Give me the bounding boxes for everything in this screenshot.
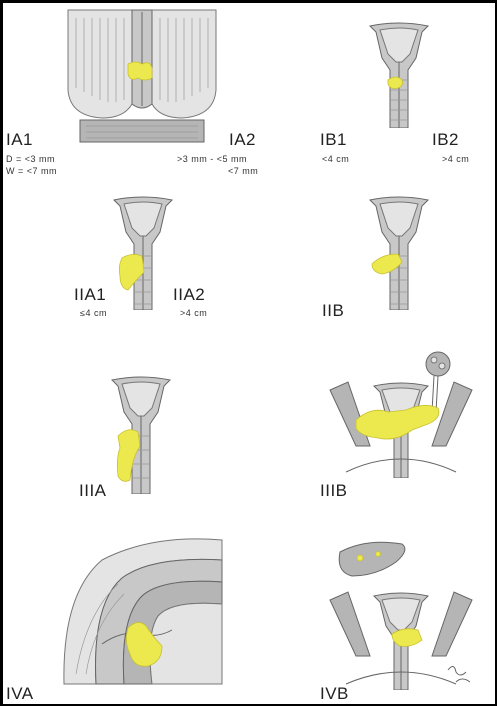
iva-sagittal-pelvis-illustration [62,534,226,694]
stage-label-iia2: IIA2 [173,285,205,305]
iiib-pelvis-illustration [326,350,476,478]
ia1-depth-note: D = <3 mm [6,154,55,164]
ia2-depth-note: >3 mm - <5 mm [177,154,247,164]
stage-label-ib2: IB2 [432,130,459,150]
stage-label-iiib: IIIB [320,481,348,501]
stage-label-iib: IIB [322,301,344,321]
iia2-size-note: >4 cm [180,308,207,318]
iib-uterus-illustration [364,192,434,310]
stage-label-iiia: IIIA [79,481,107,501]
stage-label-ia2: IA2 [229,130,256,150]
stage-label-ia1: IA1 [6,130,33,150]
stage-label-ib1: IB1 [320,130,347,150]
iia1-size-note: ≤4 cm [80,308,107,318]
ib-uterus-illustration [364,18,434,128]
ivb-liver-pelvis-illustration [326,536,476,690]
frame-border-left [0,0,3,706]
iia-uterus-illustration [108,192,178,310]
ia-cervix-closeup-illustration [62,8,222,146]
stage-label-iva: IVA [6,684,34,704]
ia2-width-note: <7 mm [228,166,258,176]
ib1-size-note: <4 cm [322,154,349,164]
stage-label-ivb: IVB [320,684,349,704]
frame-border-top [0,0,497,3]
iiia-uterus-illustration [106,372,176,494]
ib2-size-note: >4 cm [442,154,469,164]
ia1-width-note: W = <7 mm [6,166,57,176]
stage-label-iia1: IIA1 [74,285,106,305]
